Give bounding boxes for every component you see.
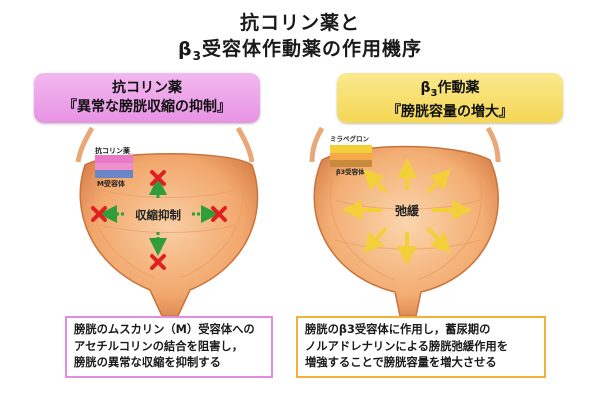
title-beta: β [178, 38, 193, 60]
x-bottom-icon [150, 254, 166, 270]
red-x-marks [91, 170, 227, 270]
left-description-box: 膀胱のムスカリン（M）受容体への アセチルコリンの結合を阻害し， 膀胱の異常な収… [65, 316, 273, 378]
right-desc-line: ノルアドレナリンによる膀胱弛緩作用を [305, 339, 509, 353]
x-left-icon [91, 206, 107, 222]
left-header-line1: 抗コリン薬 [112, 80, 182, 96]
right-panel-header: β3作動薬 『膀胱容量の増大』 [337, 73, 563, 123]
left-receptor-label: M受容体 [97, 179, 126, 188]
left-receptor-inset: 抗コリン薬 M受容体 [95, 146, 133, 188]
left-center-label: 収縮抑制 [135, 208, 181, 222]
left-desc-line: 膀胱の異常な収縮を抑制する [74, 356, 221, 369]
x-right-icon [211, 206, 227, 222]
arrow-down-left [363, 226, 388, 254]
left-header-line2: 『異常な膀胱収縮の抑制』 [63, 99, 231, 115]
title-suffix: 受容体作動薬の作用機序 [201, 38, 422, 60]
title-beta-sub: 3 [192, 48, 202, 63]
left-panel-header: 抗コリン薬 『異常な膀胱収縮の抑制』 [34, 73, 260, 123]
left-contraction-arrows: 収縮抑制 [91, 170, 227, 270]
left-desc-line: 膀胱のムスカリン（M）受容体への [74, 323, 255, 336]
left-drug-label: 抗コリン薬 [95, 146, 131, 155]
right-header-beta-sub: 3 [430, 87, 438, 99]
right-header-suffix: 作動薬 [437, 80, 480, 96]
x-top-icon [150, 170, 166, 186]
right-receptor-label: β3受容体 [336, 167, 365, 176]
right-desc-line: 増強することで膀胱容量を増大させる [305, 356, 497, 369]
arrow-up-right [426, 168, 452, 194]
right-header-beta: β [420, 80, 431, 96]
arrow-up-left [362, 168, 388, 194]
right-drug-label: ミラベグロン [330, 134, 370, 143]
page-title-line2: β3受容体作動薬の作用機序 [0, 34, 600, 63]
right-header-line1: β3作動薬 [337, 79, 563, 103]
right-description-box: 膀胱のβ3受容体に作用し，蓄尿期の ノルアドレナリンによる膀胱弛緩作用を 増強す… [296, 316, 546, 378]
right-receptor-inset: ミラベグロン β3受容体 [330, 134, 372, 176]
arrow-down-right [426, 226, 451, 254]
right-bladder [309, 126, 501, 317]
right-expansion-arrows [342, 158, 472, 266]
page-title-line1: 抗コリン薬と [239, 12, 360, 34]
right-desc-line: 膀胱のβ3受容体に作用し，蓄尿期の [305, 323, 491, 336]
left-desc-line: アセチルコリンの結合を阻害し， [74, 339, 244, 353]
right-center-label: 弛緩 [395, 203, 420, 218]
right-header-line2: 『膀胱容量の増大』 [387, 103, 513, 120]
left-bladder [75, 126, 259, 317]
